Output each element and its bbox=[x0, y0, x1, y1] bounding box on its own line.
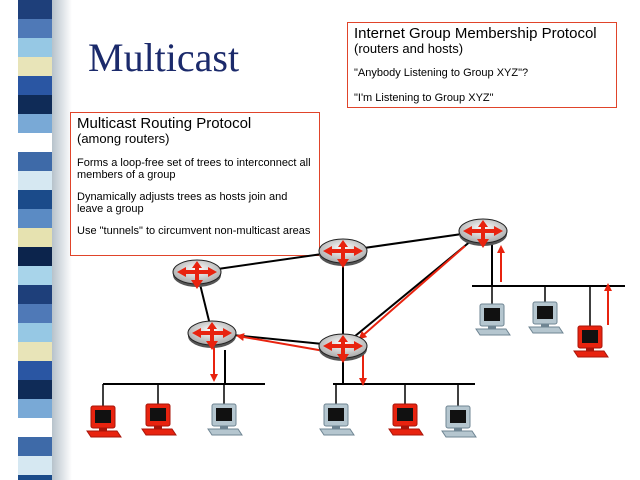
strip-square bbox=[18, 475, 52, 480]
strip-square bbox=[18, 323, 52, 342]
strip-square bbox=[18, 190, 52, 209]
igmp-report-line: "I'm Listening to Group XYZ" bbox=[354, 92, 494, 104]
igmp-heading: Internet Group Membership Protocol bbox=[354, 25, 597, 42]
strip-square bbox=[18, 418, 52, 437]
group-member-computer-icon bbox=[141, 403, 177, 436]
strip-square bbox=[18, 247, 52, 266]
host-drops bbox=[102, 286, 591, 408]
computer-icon bbox=[475, 303, 511, 336]
igmp-textbox: Internet Group Membership Protocol (rout… bbox=[347, 22, 617, 108]
router-a-icon bbox=[172, 259, 222, 289]
strip-square bbox=[18, 133, 52, 152]
lan-segments bbox=[103, 244, 625, 385]
strip-square bbox=[18, 437, 52, 456]
group-member-computer-icon bbox=[573, 325, 609, 358]
strip-square bbox=[18, 19, 52, 38]
computer-icon bbox=[207, 403, 243, 436]
strip-square bbox=[18, 361, 52, 380]
decorative-side-strip bbox=[0, 0, 72, 480]
router-b-icon bbox=[318, 238, 368, 268]
strip-square bbox=[18, 57, 52, 76]
strip-square bbox=[18, 171, 52, 190]
router-e-icon bbox=[318, 333, 368, 363]
routing-bullet-loop-free: Forms a loop-free set of trees to interc… bbox=[77, 157, 311, 181]
routing-protocol-heading: Multicast Routing Protocol bbox=[77, 115, 252, 132]
strip-square bbox=[18, 456, 52, 475]
computer-icon bbox=[528, 301, 564, 334]
slide-title: Multicast bbox=[88, 35, 240, 80]
strip-square bbox=[18, 228, 52, 247]
group-member-computer-icon bbox=[388, 403, 424, 436]
strip-shadow bbox=[52, 0, 72, 480]
routing-protocol-textbox: Multicast Routing Protocol (among router… bbox=[70, 112, 320, 256]
routing-bullet-tunnels: Use "tunnels" to circumvent non-multicas… bbox=[77, 225, 311, 237]
routers bbox=[172, 218, 508, 363]
hosts bbox=[86, 301, 609, 438]
strip-square bbox=[18, 285, 52, 304]
strip-square bbox=[18, 76, 52, 95]
strip-square bbox=[18, 380, 52, 399]
igmp-subheading: (routers and hosts) bbox=[354, 41, 464, 56]
strip-square bbox=[18, 304, 52, 323]
strip-square bbox=[18, 95, 52, 114]
strip-square bbox=[18, 399, 52, 418]
group-member-computer-icon bbox=[86, 405, 122, 438]
router-c-icon bbox=[458, 218, 508, 248]
strip-square bbox=[18, 38, 52, 57]
strip-square bbox=[18, 0, 52, 19]
strip-square bbox=[18, 342, 52, 361]
strip-square bbox=[18, 114, 52, 133]
router-d-icon bbox=[187, 320, 237, 350]
routing-protocol-subheading: (among routers) bbox=[77, 131, 170, 146]
igmp-query-line: "Anybody Listening to Group XYZ"? bbox=[354, 67, 529, 79]
routing-bullet-dynamic: Dynamically adjusts trees as hosts join … bbox=[77, 191, 288, 215]
strip-square bbox=[18, 209, 52, 228]
computer-icon bbox=[441, 405, 477, 438]
strip-square bbox=[18, 266, 52, 285]
computer-icon bbox=[319, 403, 355, 436]
multicast-flow-arrows bbox=[210, 245, 612, 386]
strip-square bbox=[18, 152, 52, 171]
